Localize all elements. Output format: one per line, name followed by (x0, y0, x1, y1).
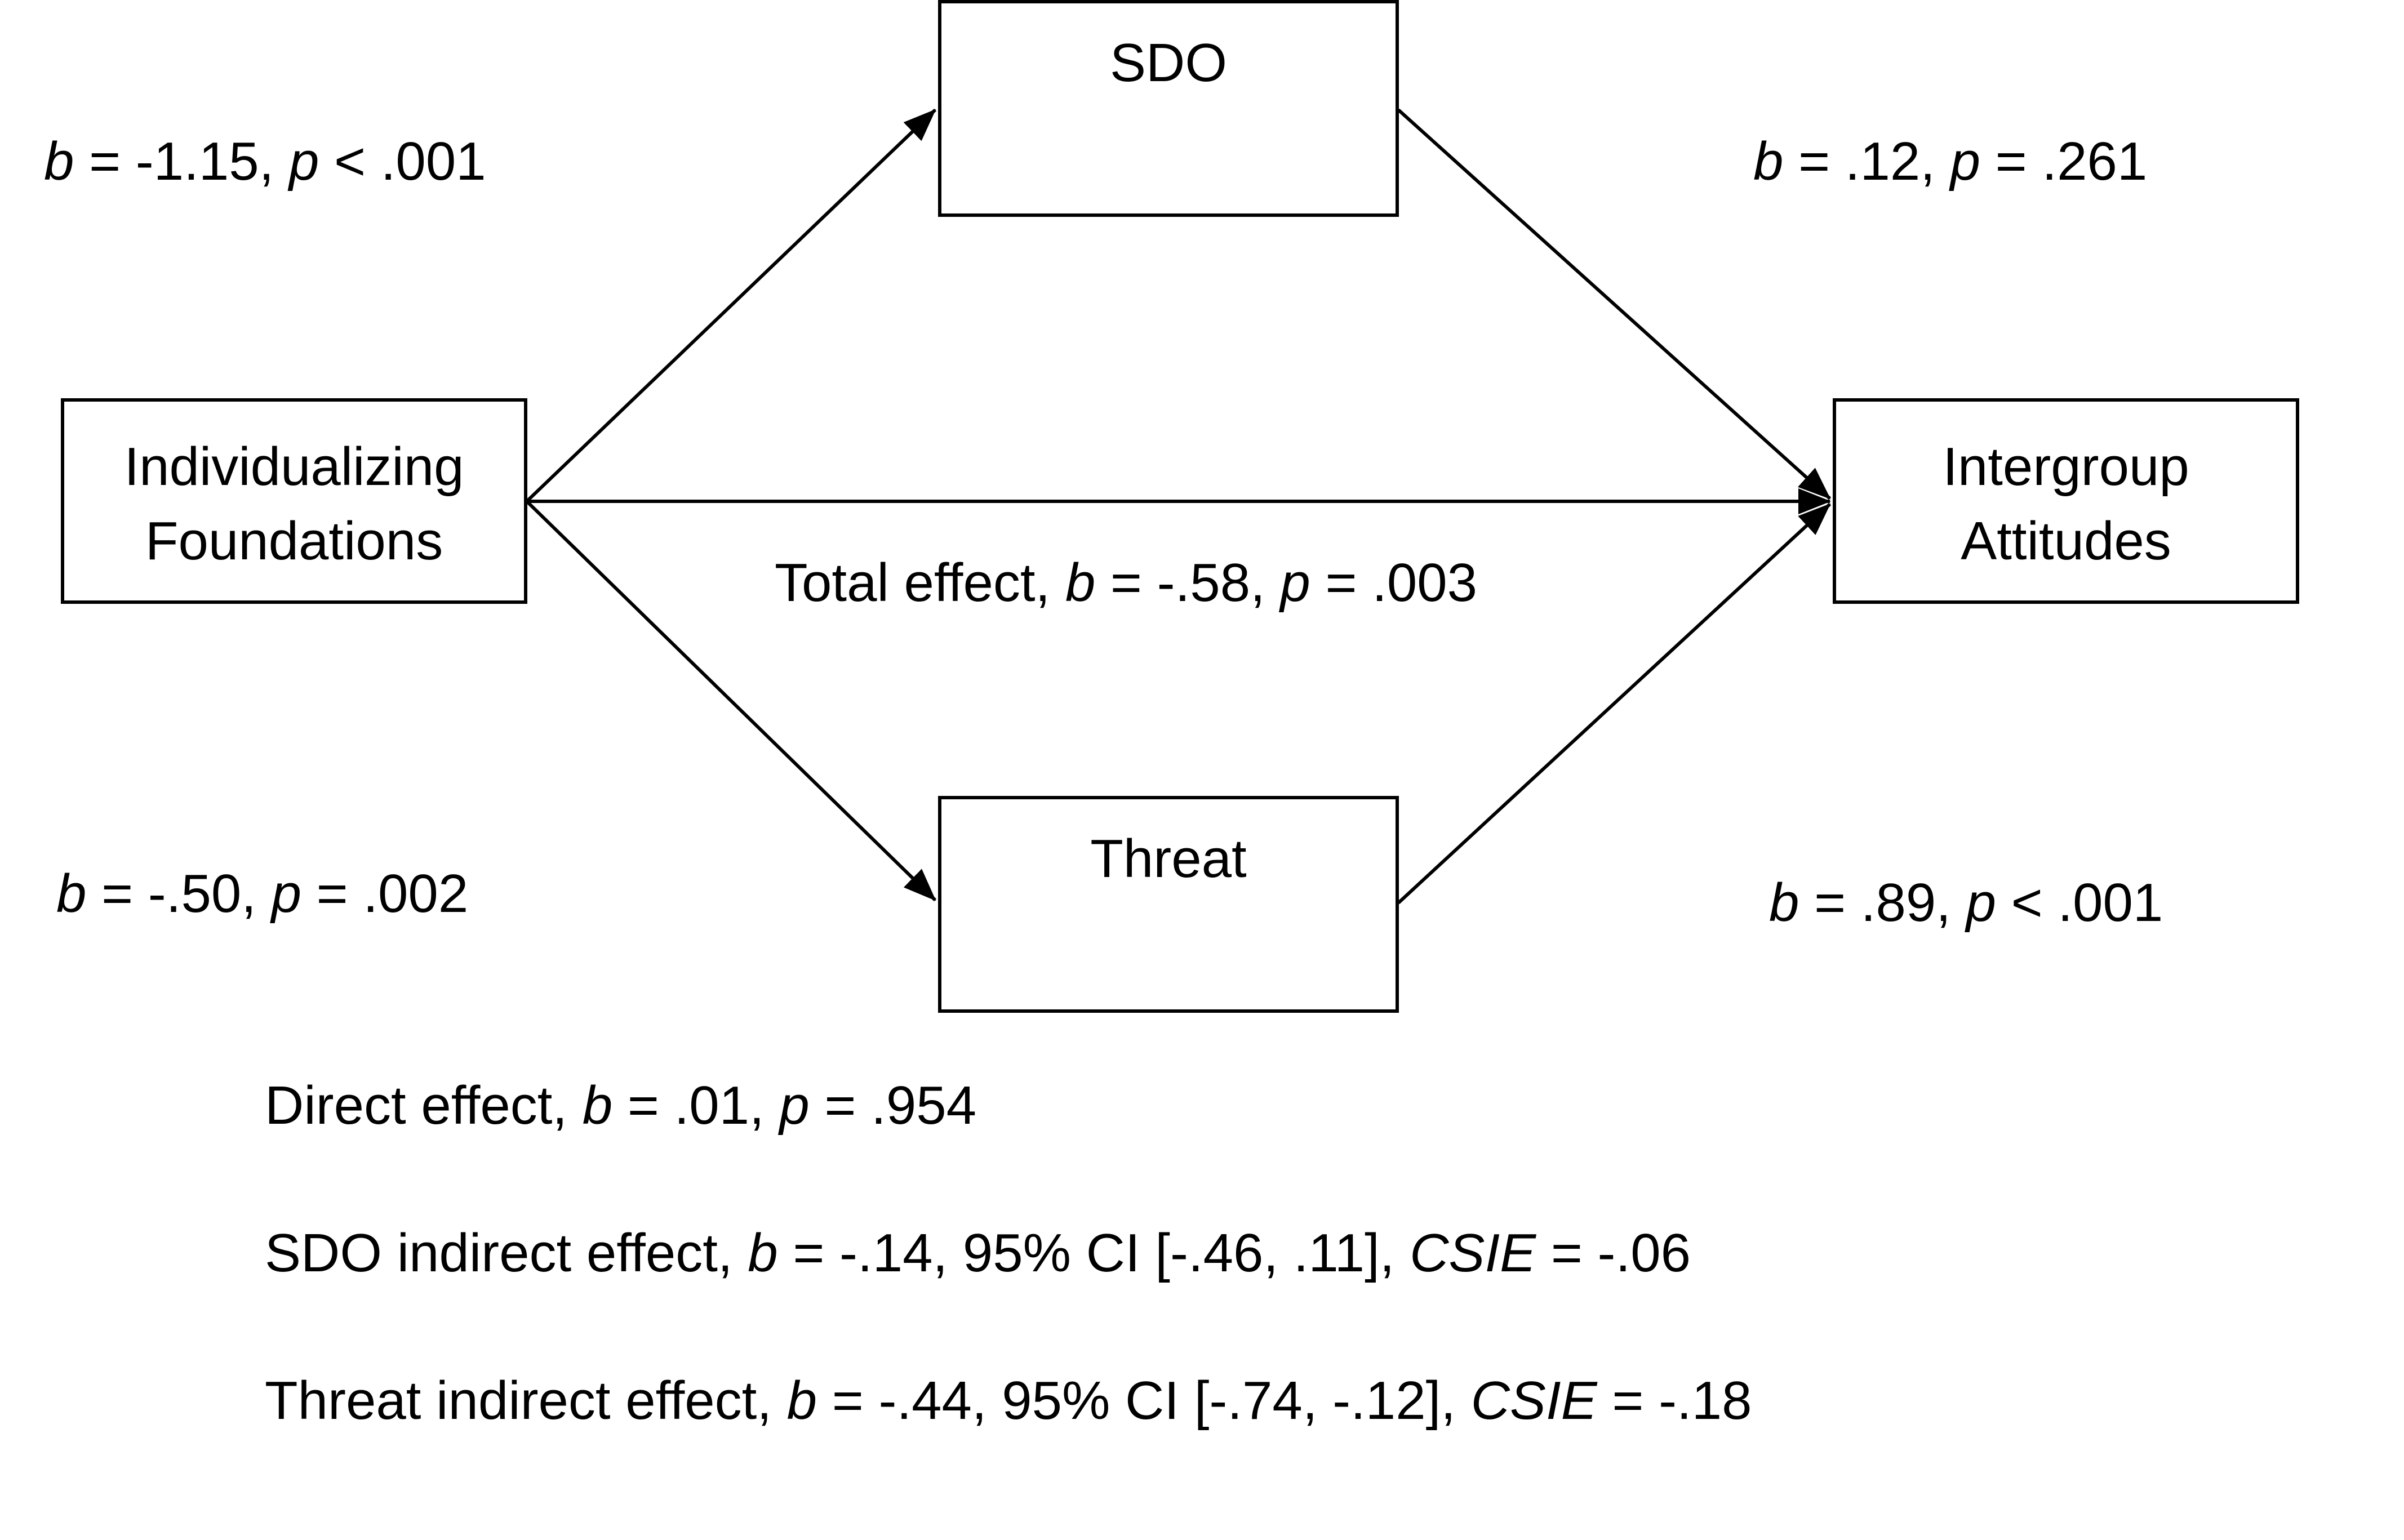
b-symbol: b (1769, 873, 1799, 933)
direct-effect-p: .954 (871, 1075, 976, 1136)
sdo-indirect-prefix: SDO indirect effect, (265, 1223, 748, 1283)
eq-sign: = (1597, 1370, 1659, 1431)
coef-a-sdo-p-op: < (334, 131, 366, 192)
eq-sign: = (1536, 1223, 1598, 1283)
coef-b-sdo-p: .261 (2042, 131, 2148, 192)
total-effect-b: -.58 (1157, 553, 1251, 613)
coef-b-threat-p: .001 (2058, 873, 2163, 933)
separator: , (1920, 131, 1950, 192)
b-symbol: b (1065, 553, 1096, 613)
total-effect-prefix: Total effect, (775, 553, 1065, 613)
threat-indirect-ci: 95% CI [-.74, -.12] (1002, 1370, 1441, 1431)
b-symbol: b (44, 131, 74, 192)
coef-a-sdo-p: .001 (380, 131, 486, 192)
coef-b-sdo-b: .12 (1845, 131, 1921, 192)
b-symbol: b (786, 1370, 817, 1431)
threat-mediator-label: Threat (1090, 829, 1247, 889)
sdo-indirect-csie: -.06 (1597, 1223, 1691, 1283)
coef-b-sdo-p-op: = (1995, 131, 2027, 192)
csie-symbol: CSIE (1470, 1370, 1597, 1431)
p-symbol: p (271, 864, 301, 924)
p-symbol: p (1280, 553, 1310, 613)
b-symbol: b (748, 1223, 778, 1283)
sdo-indirect-b: -.14 (839, 1223, 933, 1283)
direct-effect-line: Direct effect, b = .01, p = .954 (265, 1075, 976, 1137)
direct-effect-p-op: = (824, 1075, 856, 1136)
eq-sign: = (1783, 131, 1845, 192)
eq-sign: = (817, 1370, 879, 1431)
coef-b-threat-p-op: < (2011, 873, 2043, 933)
separator: , (1379, 1223, 1410, 1283)
path-b-threat-arrow (1397, 502, 1832, 905)
direct-effect-prefix: Direct effect, (265, 1075, 583, 1136)
threat-indirect-prefix: Threat indirect effect, (265, 1370, 787, 1431)
separator: , (749, 1075, 780, 1136)
coef-total-effect: Total effect, b = -.58, p = .003 (775, 552, 1477, 614)
threat-indirect-csie: -.18 (1659, 1370, 1752, 1431)
b-symbol: b (56, 864, 87, 924)
coef-a-threat-p-op: = (316, 864, 348, 924)
sdo-mediator-box: SDO (938, 0, 1399, 217)
p-symbol: p (288, 131, 319, 192)
csie-symbol: CSIE (1410, 1223, 1536, 1283)
outcome-label: Intergroup Attitudes (1943, 437, 2189, 571)
p-symbol: p (779, 1075, 810, 1136)
total-effect-p: .003 (1372, 553, 1478, 613)
sdo-indirect-ci: 95% CI [-.46, .11] (962, 1223, 1380, 1283)
predictor-box: Individualizing Foundations (61, 398, 527, 604)
separator: , (241, 864, 272, 924)
threat-indirect-b: -.44 (878, 1370, 972, 1431)
coef-b-threat-b: .89 (1860, 873, 1936, 933)
coef-b-threat: b = .89, p < .001 (1769, 872, 2163, 934)
eq-sign: = (1799, 873, 1861, 933)
separator: , (1250, 553, 1281, 613)
threat-mediator-box: Threat (938, 796, 1399, 1013)
p-symbol: p (1950, 131, 1980, 192)
eq-sign: = (74, 131, 136, 192)
threat-indirect-effect-line: Threat indirect effect, b = -.44, 95% CI… (265, 1370, 1752, 1432)
direct-effect-b: .01 (674, 1075, 750, 1136)
separator: , (1441, 1370, 1471, 1431)
separator: , (932, 1223, 963, 1283)
predictor-label: Individualizing Foundations (124, 437, 464, 571)
eq-sign: = (1095, 553, 1157, 613)
path-a-threat-arrow (525, 500, 937, 902)
outcome-box: Intergroup Attitudes (1833, 398, 2299, 604)
coef-a-threat-b: -.50 (148, 864, 242, 924)
total-effect-p-op: = (1325, 553, 1357, 613)
eq-sign: = (777, 1223, 840, 1283)
coef-a-sdo-b: -1.15 (135, 131, 259, 192)
separator: , (1936, 873, 1966, 933)
path-b-sdo-arrow (1397, 108, 1832, 500)
eq-sign: = (612, 1075, 674, 1136)
separator: , (971, 1370, 1002, 1431)
coef-a-threat-p: .002 (363, 864, 469, 924)
b-symbol: b (1753, 131, 1784, 192)
coef-a-threat: b = -.50, p = .002 (56, 863, 468, 925)
eq-sign: = (86, 864, 148, 924)
coef-b-sdo: b = .12, p = .261 (1753, 131, 2147, 193)
coef-a-sdo: b = -1.15, p < .001 (44, 131, 486, 193)
b-symbol: b (582, 1075, 613, 1136)
separator: , (259, 131, 289, 192)
sdo-indirect-effect-line: SDO indirect effect, b = -.14, 95% CI [-… (265, 1222, 1691, 1284)
path-a-sdo-arrow (525, 108, 937, 503)
sdo-mediator-label: SDO (1109, 33, 1228, 93)
p-symbol: p (1966, 873, 1996, 933)
